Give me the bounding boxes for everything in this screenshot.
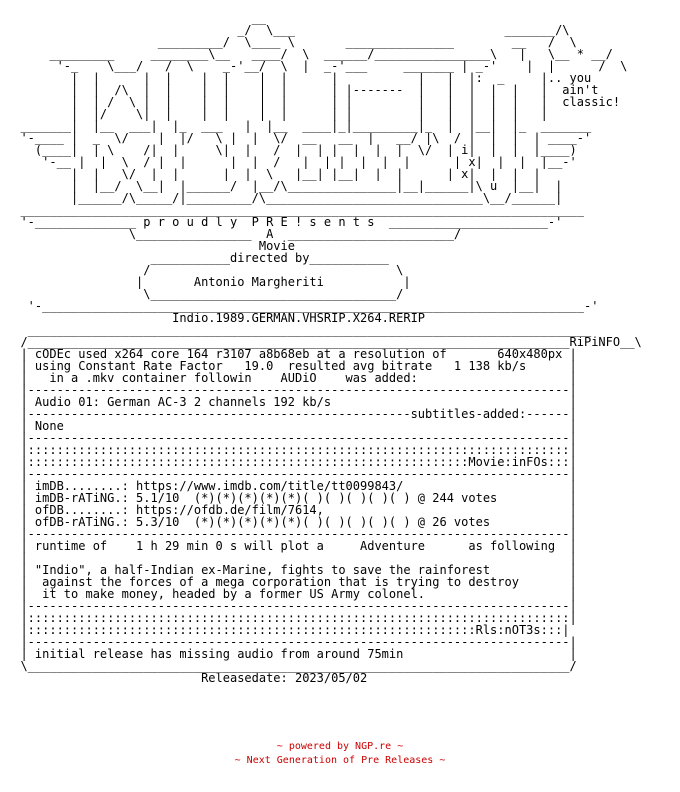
nfo-line: _/ \___ _______/\	[6, 23, 570, 37]
nfo-text: __ _/ \___ _______/\ _________/ \____ \ …	[6, 11, 642, 685]
nfo-line: ___________directed by___________	[6, 251, 389, 265]
nfo-line: | ofDB........: https://ofdb.de/film/761…	[6, 503, 577, 517]
nfo-line: '-____ | _ \/ | |/ \ | | \/ __ __ | __/ …	[6, 131, 592, 145]
nfo-line: __	[6, 11, 267, 25]
nfo-line: |---------------------------------------…	[6, 467, 577, 481]
nfo-line: |---------------------------------------…	[6, 635, 577, 649]
nfo-line: | | /\ | | | | | | | |------- | | | | | …	[6, 83, 599, 97]
nfo-line: |---------------------------------------…	[6, 383, 577, 397]
nfo-line: Movie	[6, 239, 295, 253]
nfo-line: | runtime of 1 h 29 min 0 s will plot a …	[6, 539, 577, 553]
nfo-line: '-__ | | \ / | | | | / | | | | | | | x| …	[6, 155, 577, 169]
nfo-line: | in a .mkv container followin AUDiO was…	[6, 371, 577, 385]
nfo-line: | initial release has missing audio from…	[6, 647, 577, 661]
nfo-line: / \	[6, 263, 404, 277]
nfo-line: |:::::::::::::::::::::::::::::::::::::::…	[6, 455, 577, 469]
nfo-line: | it to make money, headed by a former U…	[6, 587, 577, 601]
nfo-line: |:::::::::::::::::::::::::::::::::::::::…	[6, 611, 577, 625]
nfo-line: | using Constant Rate Factor 19.0 result…	[6, 359, 577, 373]
release-name: Indio.1989.GERMAN.VHSRIP.X264.RERIP	[6, 311, 426, 325]
nfo-line: |---------------------------------------…	[6, 527, 577, 541]
nfo-line: _______| |__ ___| |_ ___ | |__ ____|_|__…	[6, 119, 592, 133]
nfo-line: |---------------------------------------…	[6, 407, 577, 421]
nfo-line: '-_ \___/ / \ _-'__/ \ | _-'___ _______ …	[6, 59, 628, 73]
nfo-line: | | \/ | | | | \ |__| |__| | | | x| | | …	[6, 167, 541, 181]
nfo-line: | imDB-rATiNG.: 5.1/10 (*)(*)(*)(*)(*)( …	[6, 491, 577, 505]
nfo-line: | Audio 01: German AC-3 2 channels 192 k…	[6, 395, 577, 409]
nfo-line: \__________________________________/	[6, 287, 404, 301]
nfo-line: \_______________________________________…	[6, 659, 577, 673]
footer: ~ powered by NGP.re ~ ~ Next Generation …	[0, 740, 680, 768]
nfo-line: |:::::::::::::::::::::::::::::::::::::::…	[6, 623, 570, 637]
nfo-line: | imDB........: https://www.imdb.com/tit…	[6, 479, 577, 493]
nfo-line: |______/\_____/|_________/\_____________…	[6, 191, 563, 205]
nfo-line: |:::::::::::::::::::::::::::::::::::::::…	[6, 443, 577, 457]
release-date: Releasedate: 2023/05/02	[6, 671, 368, 685]
nfo-line: /_______________________________________…	[6, 335, 642, 349]
nfo-line: '-______________________________________…	[6, 299, 599, 313]
footer-powered-by: ~ powered by NGP.re ~	[276, 741, 404, 752]
nfo-line: | against the forces of a mega corporati…	[6, 575, 577, 589]
nfo-line: | |/ \| | | | | | | | | | | | | |	[6, 107, 548, 121]
nfo-line: ________________________________________…	[6, 323, 592, 337]
nfo-line: | "Indio", a half-Indian ex-Marine, figh…	[6, 563, 577, 577]
nfo-line: | |__/ \__| |______/ |__/\______________…	[6, 179, 563, 193]
nfo-line: | None |	[6, 419, 577, 433]
nfo-line: '-______________ p r o u d l y P R E ! s…	[6, 215, 563, 229]
nfo-line: |---------------------------------------…	[6, 599, 577, 613]
nfo-line: | | | | | | | | | | | |: _ |.. you	[6, 71, 592, 85]
footer-tagline: ~ Next Generation of Pre Releases ~	[234, 755, 446, 766]
nfo-line: | | / \ | | | | | | | | | | | | | | clas…	[6, 95, 621, 109]
nfo-line: | Antonio Margheriti |	[6, 275, 411, 289]
nfo-line: | ofDB-rATiNG.: 5.3/10 (*)(*)(*)(*)(*)( …	[6, 515, 577, 529]
nfo-line: |---------------------------------------…	[6, 431, 577, 445]
nfo-line: | cODEc used x264 core 164 r3107 a8b68eb…	[6, 347, 577, 361]
nfo-line: (____| | \ /| | \| | / | | | | | | \/ | …	[6, 143, 577, 157]
nfo-line: _________ ________\__ ____/ \ ______/___…	[6, 47, 613, 61]
nfo-line: \________________ A ____________________…	[6, 227, 462, 241]
nfo-line: ________________________________________…	[6, 203, 584, 217]
nfo-line: _________/ \____ \ _______________ __ / …	[6, 35, 577, 49]
nfo-line: | |	[6, 551, 577, 565]
